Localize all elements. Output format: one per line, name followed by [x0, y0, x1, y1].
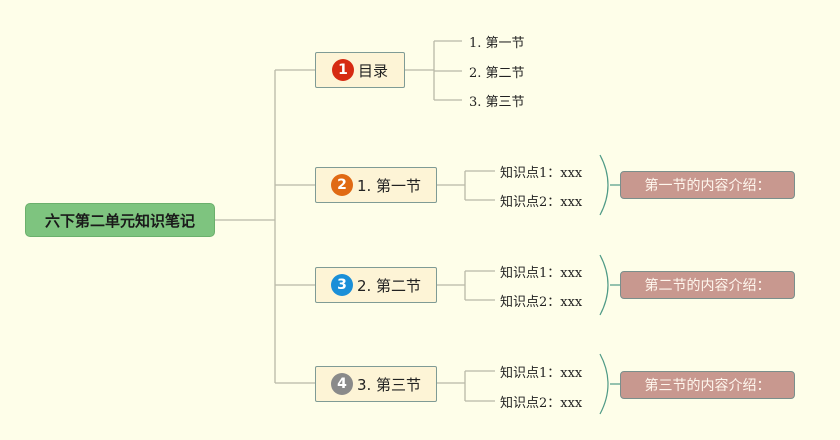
- knowledge-point[interactable]: 知识点2：xxx: [500, 195, 583, 210]
- summary-brace: [599, 353, 609, 415]
- number-badge-4-icon: 4: [330, 373, 353, 395]
- branch-label: 目录: [357, 61, 388, 80]
- section-intro-label: 第三节的内容介绍：: [644, 378, 771, 394]
- subtopic-item[interactable]: 2. 第二节: [469, 66, 525, 81]
- branch-label: 3. 第三节: [356, 375, 422, 394]
- number-badge-3-icon: 3: [330, 274, 353, 296]
- summary-brace: [599, 254, 609, 316]
- section-intro-box[interactable]: 第一节的内容介绍：: [620, 171, 795, 199]
- branch-topic-contents[interactable]: 1 目录: [315, 52, 405, 88]
- branch-topic-section-1[interactable]: 2 1. 第一节: [315, 167, 437, 203]
- knowledge-point[interactable]: 知识点1：xxx: [500, 166, 583, 181]
- section-intro-label: 第一节的内容介绍：: [644, 178, 771, 194]
- branch-label: 2. 第二节: [356, 276, 422, 295]
- branch-label: 1. 第一节: [356, 176, 422, 195]
- knowledge-point[interactable]: 知识点2：xxx: [500, 396, 583, 411]
- section-intro-box[interactable]: 第二节的内容介绍：: [620, 271, 795, 299]
- knowledge-point[interactable]: 知识点1：xxx: [500, 366, 583, 381]
- number-badge-2-icon: 2: [330, 174, 353, 196]
- number-badge-1-icon: 1: [331, 59, 354, 81]
- branch-topic-section-3[interactable]: 4 3. 第三节: [315, 366, 437, 402]
- subtopic-item[interactable]: 1. 第一节: [469, 36, 525, 51]
- section-intro-box[interactable]: 第三节的内容介绍：: [620, 371, 795, 399]
- root-topic-label: 六下第二单元知识笔记: [44, 211, 195, 230]
- subtopic-item[interactable]: 3. 第三节: [469, 95, 525, 110]
- summary-brace: [599, 154, 609, 216]
- knowledge-point[interactable]: 知识点2：xxx: [500, 295, 583, 310]
- branch-topic-section-2[interactable]: 3 2. 第二节: [315, 267, 437, 303]
- knowledge-point[interactable]: 知识点1：xxx: [500, 266, 583, 281]
- section-intro-label: 第二节的内容介绍：: [644, 278, 771, 294]
- root-topic[interactable]: 六下第二单元知识笔记: [25, 203, 215, 237]
